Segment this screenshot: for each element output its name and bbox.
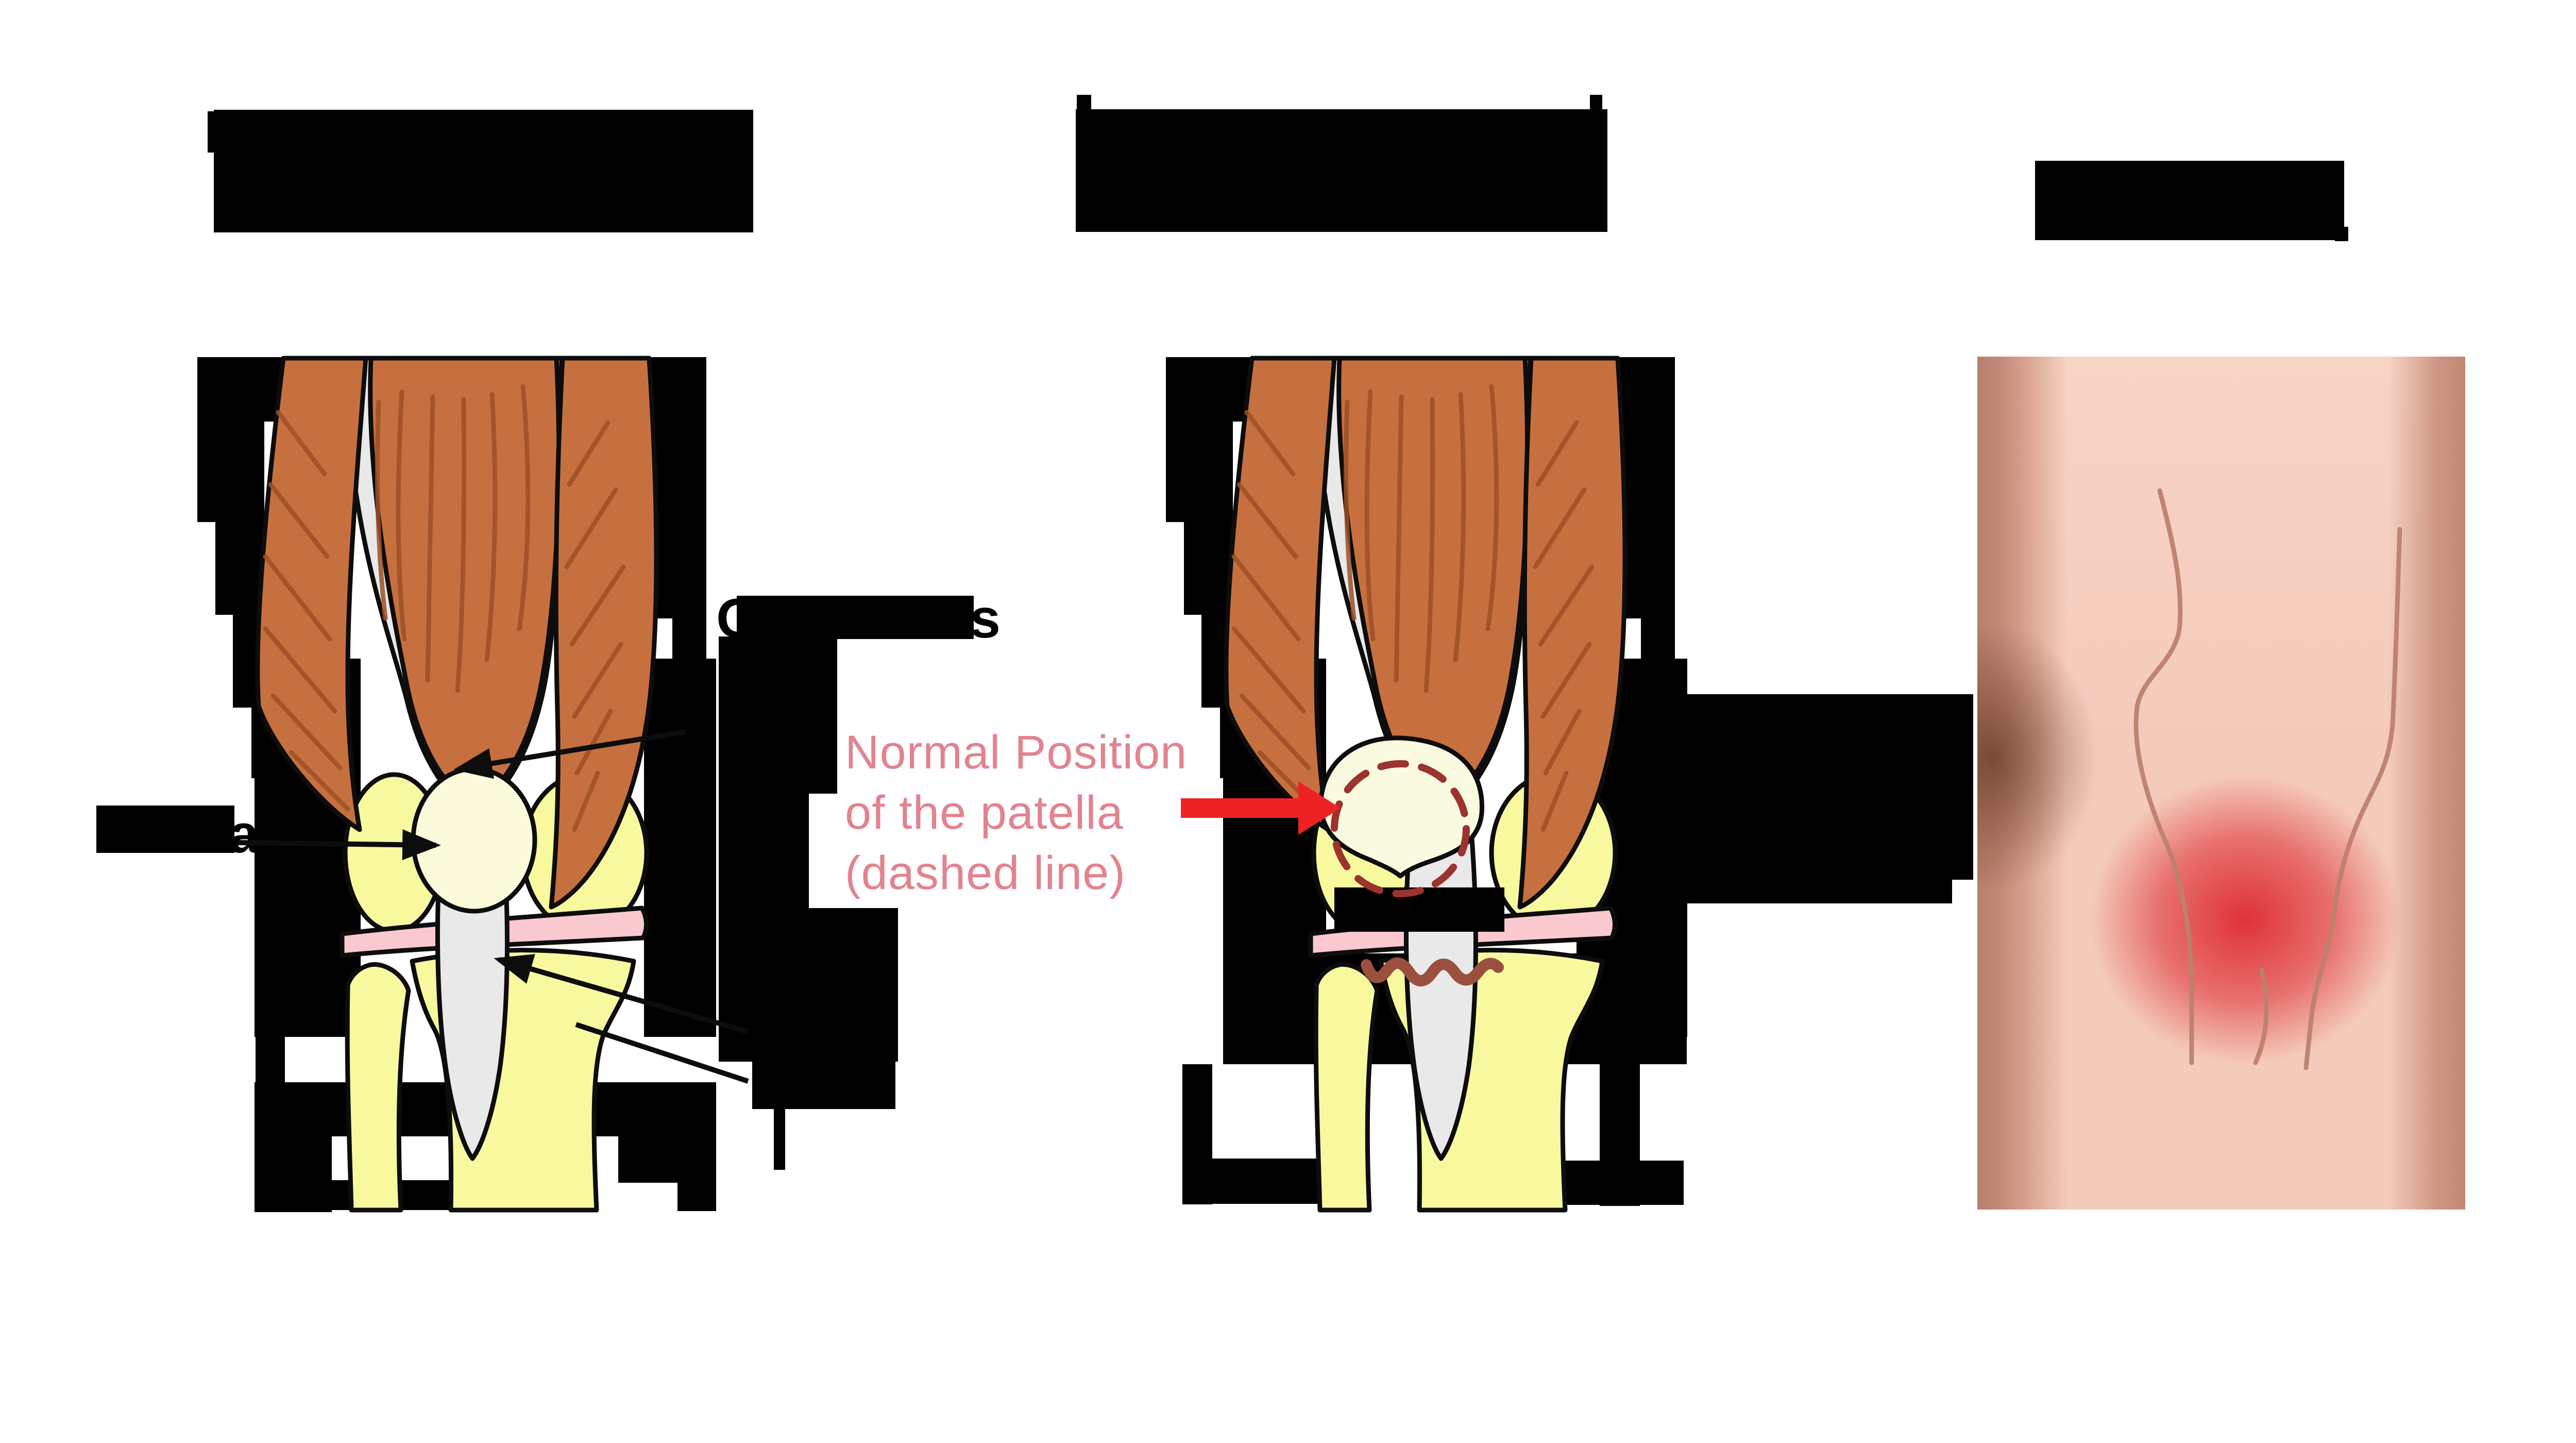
panel-knee-photo (1977, 357, 2465, 1210)
redacted-label-block-tail (1668, 880, 1952, 903)
quadriceps-label-fragment-end: s (970, 587, 1001, 649)
skin-contour-right (2303, 527, 2402, 1070)
redacted-label-bar (255, 1136, 332, 1212)
redacted-label-quadriceps (737, 596, 974, 639)
annotation-normal-position: Normal Position of the patella (dashed l… (845, 723, 1187, 903)
redacted-title-left (214, 110, 753, 232)
arrow-quadriceps-tendon (453, 729, 686, 779)
annotation-line-2: of the patella (845, 786, 1124, 839)
knee-photo-contours (2133, 488, 2402, 1070)
letter-fragment (2335, 227, 2348, 241)
redacted-label-patella (96, 806, 234, 853)
patella-label-fragment: a (229, 804, 259, 864)
quadriceps-label-fragment-start: Q (716, 587, 760, 649)
skin-contour-left (2133, 488, 2194, 1065)
letter-fragment (1077, 95, 1091, 110)
redacted-label-bar (1623, 515, 1675, 618)
redacted-label-bar (654, 515, 706, 618)
annotation-line-1: Normal Position (845, 726, 1188, 779)
arrow-patella (238, 829, 441, 861)
normal-patella-position-dashed-circle (1331, 760, 1470, 897)
red-arrow-normal-position (1181, 781, 1341, 835)
letter-fragment (1590, 95, 1602, 110)
redacted-label-bar (719, 908, 898, 1062)
redacted-label-bar (752, 1062, 895, 1109)
redacted-label-bar (256, 1006, 285, 1084)
annotation-line-3: (dashed line) (845, 847, 1126, 899)
arrow-patellar-tendon (494, 954, 749, 1034)
joint-gap-shadow (1334, 887, 1504, 932)
pointer-line-meniscus (575, 1022, 749, 1084)
panel-dislocated-knee (1164, 350, 1685, 1211)
redacted-label-bar (719, 636, 837, 794)
damaged-cartilage-zigzag (1361, 958, 1504, 986)
redacted-title-middle (1076, 109, 1607, 232)
redacted-label-block (1649, 694, 1973, 880)
redacted-title-left-sliver (208, 111, 214, 153)
redacted-label-bar (618, 1136, 716, 1183)
skin-contour-bottom (2253, 967, 2269, 1065)
redacted-title-right (2035, 161, 2344, 240)
redacted-label-bar (719, 794, 809, 908)
redacted-label-bar (197, 422, 264, 522)
redacted-label-bar (677, 1183, 716, 1211)
redacted-label-bar (1166, 422, 1233, 522)
redacted-label-bar (644, 659, 716, 1037)
redacted-label-bar (774, 1109, 785, 1170)
